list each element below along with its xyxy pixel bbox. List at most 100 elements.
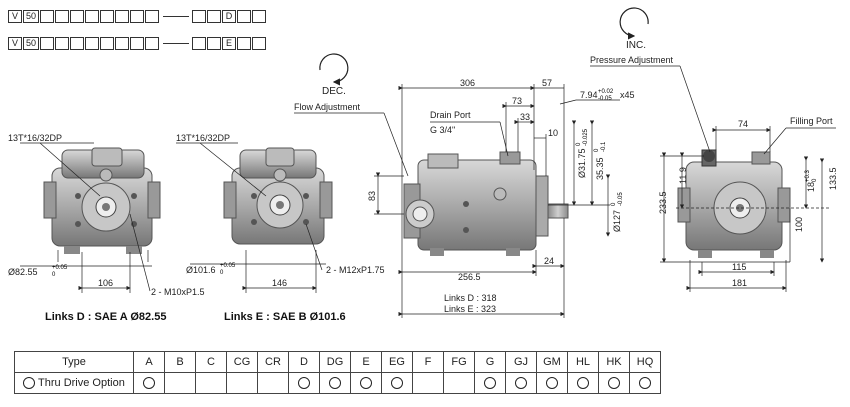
chamfer-tol-bot: -0.05 (598, 96, 612, 102)
code-dash (163, 43, 189, 44)
model-code-row-d: V 50 D (8, 10, 267, 23)
flow-adjustment-label: Flow Adjustment (294, 102, 361, 112)
option-cell (226, 372, 258, 394)
type-column-header: DG (319, 351, 351, 373)
available-circle-icon (639, 377, 651, 390)
type-column-header: HQ (629, 351, 661, 373)
code-blank (192, 37, 206, 50)
code-suffix: E (222, 37, 236, 50)
code-blank (145, 37, 159, 50)
model-code-row-e: V 50 E (8, 37, 267, 50)
option-cell (598, 372, 630, 394)
code-blank (192, 10, 206, 23)
code-blank (70, 10, 84, 23)
dim-57: 57 (542, 78, 552, 88)
type-column-header: GJ (505, 351, 537, 373)
type-header: Type (14, 351, 134, 373)
type-column-header: CG (226, 351, 258, 373)
links-e-length: Links E : 323 (444, 304, 496, 314)
dim-18-group: 18 +0.3 0 (805, 169, 818, 192)
drain-port-label: Drain Port (430, 110, 471, 120)
code-blank (85, 10, 99, 23)
chamfer-suffix: x45 (620, 90, 635, 100)
available-circle-icon (608, 377, 620, 390)
inc-rotation-icon (619, 7, 649, 40)
option-cell (257, 372, 289, 394)
pilot-d-tol-top: +0.05 (52, 265, 68, 271)
available-circle-icon (329, 377, 341, 390)
code-size: 50 (23, 37, 39, 50)
pilot-tol-top: 0 (611, 202, 617, 206)
type-column-header: G (474, 351, 506, 373)
type-column-header: HL (567, 351, 599, 373)
option-cell (412, 372, 444, 394)
shaft-tol-top: 0 (576, 142, 582, 146)
dim-306: 306 (460, 78, 475, 88)
side-view (294, 84, 620, 318)
front-view-d (20, 142, 161, 293)
code-size: 50 (23, 10, 39, 23)
type-column-header: D (288, 351, 320, 373)
dim-119: 11 9 (678, 167, 688, 184)
width-label-e: 146 (272, 278, 287, 288)
type-column-header: C (195, 351, 227, 373)
table-option-row: Thru Drive Option (14, 372, 661, 394)
bolt-label-e: 2 - M12xP1.75 (326, 265, 385, 275)
dim-115: 115 (732, 262, 746, 272)
dim-18-tol-top: +0.3 (805, 169, 811, 182)
option-cell (381, 372, 413, 394)
option-cell (629, 372, 661, 394)
dim-256: 256.5 (458, 272, 481, 282)
dec-rotation-icon (319, 53, 349, 86)
caption-d: Links D : SAE A Ø82.55 (45, 311, 166, 323)
dim-24: 24 (544, 256, 554, 266)
option-cell (350, 372, 382, 394)
key-tol-bot: -0.1 (601, 141, 607, 152)
code-prefix: V (8, 37, 22, 50)
pilot-dia-label: Ø127 (612, 210, 622, 232)
code-suffix: D (222, 10, 236, 23)
links-d-length: Links D : 318 (444, 293, 497, 303)
key-tol-top: 0 (594, 148, 600, 152)
end-view (590, 65, 836, 292)
dim-10: 10 (548, 128, 558, 138)
available-circle-icon (484, 377, 496, 390)
available-circle-icon (391, 377, 403, 390)
drain-port-size: G 3/4" (430, 125, 455, 135)
thru-drive-option-cell: Thru Drive Option (14, 372, 134, 394)
code-blank (85, 37, 99, 50)
shaft-dia-label: Ø31.75 (577, 148, 587, 178)
type-column-header: B (164, 351, 196, 373)
available-circle-icon (143, 377, 155, 390)
chamfer-tol-top: +0.02 (598, 89, 614, 95)
spline-label-d: 13T*16/32DP (8, 133, 62, 143)
code-blank (70, 37, 84, 50)
option-cell (164, 372, 196, 394)
code-blank (237, 10, 251, 23)
option-cell (195, 372, 227, 394)
pilot-label-e: Ø101.6 (186, 265, 216, 275)
type-column-header: F (412, 351, 444, 373)
bolt-label-d: 2 - M10xP1.5 (151, 287, 205, 297)
type-column-header: GM (536, 351, 568, 373)
inc-label: INC. (626, 40, 646, 51)
option-cell (319, 372, 351, 394)
type-column-header: HK (598, 351, 630, 373)
type-column-header: FG (443, 351, 475, 373)
available-circle-icon (546, 377, 558, 390)
dim-73: 73 (512, 96, 522, 106)
type-column-header: CR (257, 351, 289, 373)
dec-label: DEC. (322, 86, 346, 97)
code-blank (130, 37, 144, 50)
shaft-dia-group: Ø31.75 0 -0.025 (576, 128, 589, 178)
code-blank (40, 37, 54, 50)
shaft-tol-bot: -0.025 (583, 128, 589, 146)
code-blank (252, 37, 266, 50)
pilot-tol-bot: -0.05 (618, 192, 624, 206)
code-blank (100, 10, 114, 23)
code-blank (55, 10, 69, 23)
option-cell (536, 372, 568, 394)
thru-drive-option-label: Thru Drive Option (38, 376, 125, 389)
